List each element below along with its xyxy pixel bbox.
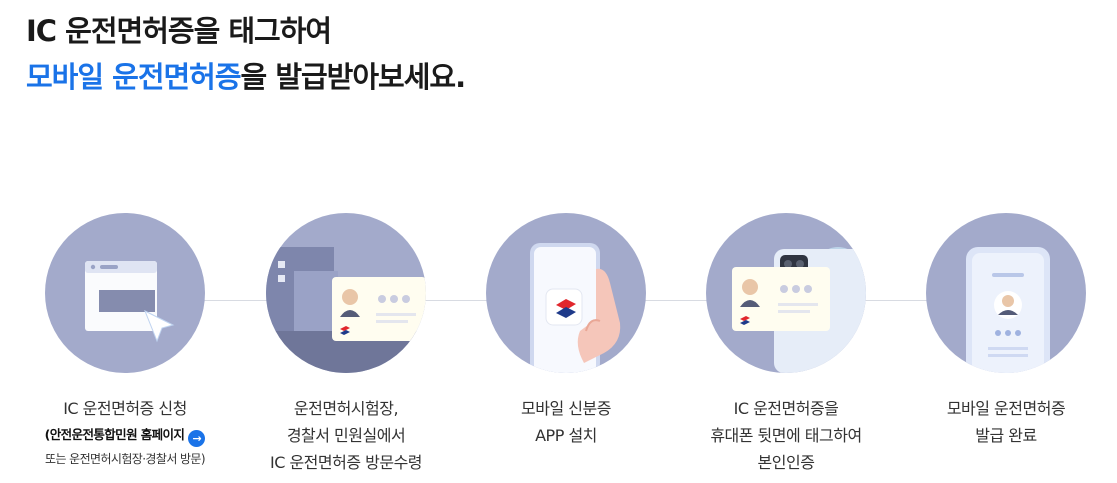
- heading-line-2: 모바일 운전면허증을 발급받아보세요.: [26, 54, 467, 100]
- step-2: 운전면허시험장, 경찰서 민원실에서 IC 운전면허증 방문수령: [236, 213, 456, 476]
- step-3-title-line: APP 설치: [535, 426, 597, 445]
- page-heading: IC 운전면허증을 태그하여 모바일 운전면허증을 발급받아보세요.: [26, 8, 467, 100]
- step-1: IC 운전면허증 신청 (안전운전통합민원 홈페이지→ 또는 운전면허시험장·경…: [15, 213, 235, 470]
- step-5-title: 모바일 운전면허증 발급 완료: [896, 395, 1116, 449]
- step-4-title: IC 운전면허증을 휴대폰 뒷면에 태그하여 본인인증: [676, 395, 896, 476]
- homepage-link-label: (안전운전통합민원 홈페이지: [44, 427, 185, 442]
- step-1-title-line: IC 운전면허증 신청: [63, 399, 187, 418]
- step-3-title-line: 모바일 신분증: [521, 399, 611, 418]
- step-1-note: 또는 운전면허시험장·경찰서 방문): [45, 452, 205, 466]
- office-building-id-card-icon: [266, 213, 426, 373]
- heading-line-1: IC 운전면허증을 태그하여: [26, 14, 332, 48]
- step-4-title-line: 본인인증: [757, 453, 815, 472]
- step-4-title-line: 휴대폰 뒷면에 태그하여: [710, 426, 862, 445]
- mobile-license-icon: [926, 213, 1086, 373]
- step-5-title-line: 모바일 운전면허증: [946, 399, 1066, 418]
- homepage-link[interactable]: (안전운전통합민원 홈페이지→: [15, 422, 235, 448]
- phone-app-icon: [486, 213, 646, 373]
- phone-tag-card-icon: [706, 213, 866, 373]
- step-5: 모바일 운전면허증 발급 완료: [896, 213, 1116, 449]
- step-5-title-line: 발급 완료: [975, 426, 1037, 445]
- step-4: IC 운전면허증을 휴대폰 뒷면에 태그하여 본인인증: [676, 213, 896, 476]
- step-4-title-line: IC 운전면허증을: [733, 399, 839, 418]
- heading-rest: 을 발급받아보세요.: [240, 60, 467, 94]
- heading-accent: 모바일 운전면허증: [26, 60, 242, 94]
- step-2-title: 운전면허시험장, 경찰서 민원실에서 IC 운전면허증 방문수령: [236, 395, 456, 476]
- step-3-title: 모바일 신분증 APP 설치: [456, 395, 676, 449]
- browser-window-icon: [45, 213, 205, 373]
- arrow-right-icon[interactable]: →: [188, 430, 206, 447]
- step-2-title-line: IC 운전면허증 방문수령: [269, 453, 423, 472]
- step-2-title-line: 경찰서 민원실에서: [286, 426, 406, 445]
- step-1-title: IC 운전면허증 신청: [15, 395, 235, 422]
- step-3: 모바일 신분증 APP 설치: [456, 213, 676, 449]
- step-2-title-line: 운전면허시험장,: [293, 399, 399, 418]
